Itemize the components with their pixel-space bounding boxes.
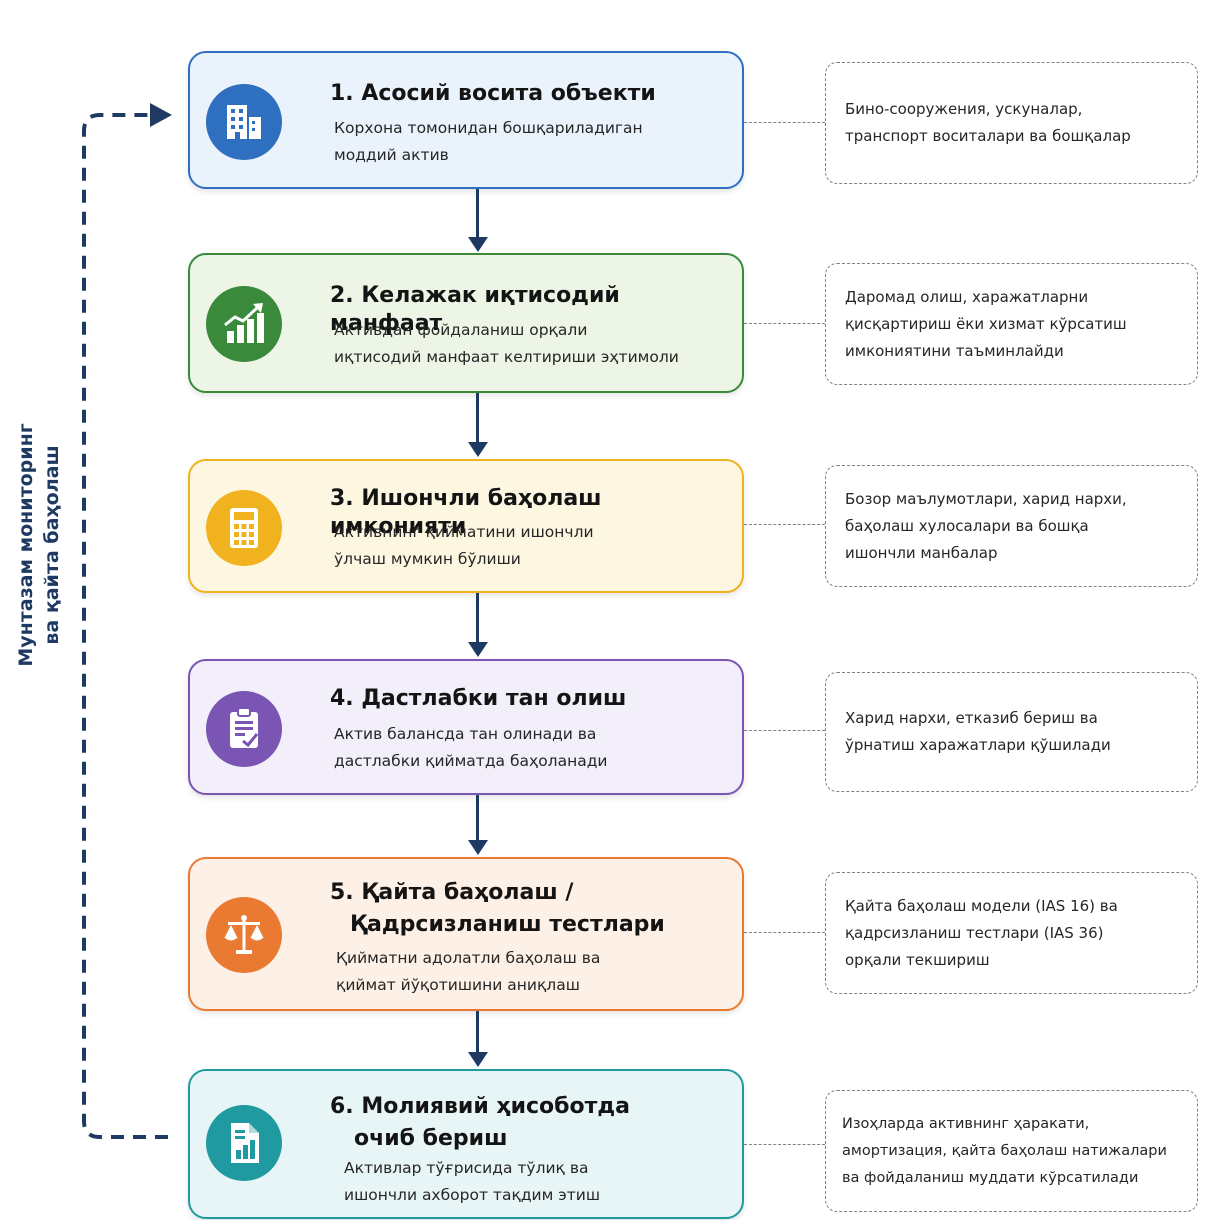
step-6-title-line: 6. Молиявий ҳисоботда [330,1094,630,1119]
step-6-note: Изоҳларда активнинг ҳаракати, амортизация… [825,1090,1198,1212]
note-line: орқали текшириш [845,950,990,969]
note-line: ва фойдаланиш муддати кўрсатилади [842,1169,1139,1186]
note-connector [744,323,825,324]
step-5-title-line: 5. Қайта баҳолаш / [330,880,574,905]
note-line: қадрсизланиш тестлари (IAS 36) [845,923,1104,942]
side-label-line2: ва қайта баҳолаш [41,445,63,645]
step-5-title: 5. Қайта баҳолаш / Қадрсизланиш тестлари [330,879,728,939]
step-4-desc: Актив балансда тан олинади ва дастлабки … [334,721,728,775]
step-5-note: Қайта баҳолаш модели (IAS 16) ва қадрсизл… [825,872,1198,994]
note-line: ўрнатиш харажатлари қўшилади [845,736,1111,754]
step-1-desc: Корхона томонидан бошқариладиган моддий … [334,115,728,169]
building-icon [206,84,282,160]
growth-chart-icon [206,286,282,362]
note-connector [744,122,825,123]
note-line: ишончли манбалар [845,543,998,562]
note-connector [744,524,825,525]
step-3-title: 3. Ишончли баҳолаш имконияти [330,486,602,539]
step-4-desc-line: Актив балансда тан олинади ва [334,725,597,743]
step-5-desc: Қийматни адолатли баҳолаш ва қиймат йўқо… [336,945,728,999]
note-connector [744,730,825,731]
feedback-loop-arrow [82,103,172,1139]
step-1-title: 1. Асосий восита объекти [330,81,656,106]
step-3-desc-line: ўлчаш мумкин бўлиши [334,550,521,568]
note-line: транспорт воситалари ва бошқалар [845,127,1131,145]
step-6-title-line: очиб бериш [354,1126,508,1151]
step-2-desc-line: иқтисодий манфаат келтириши эҳтимоли [334,348,679,366]
step-6-box: 6. Молиявий ҳисоботда очиб бериш Активла… [188,1069,744,1219]
note-line: Бозор маълумотлари, харид нархи, [845,489,1127,508]
calculator-icon [206,490,282,566]
step-4-desc-line: дастлабки қийматда баҳоланади [334,752,608,770]
flow-arrow-down-icon [468,593,488,657]
scales-icon [206,897,282,973]
note-line: имкониятини таъминлайди [845,341,1064,360]
step-3-box: 3. Ишончли баҳолаш имконияти Активнинг қ… [188,459,744,593]
step-3-desc-line: Активнинг қийматини ишончли [334,523,594,541]
loop-arrowhead-icon [150,103,172,127]
note-line: қисқартириш ёки хизмат кўрсатиш [845,314,1127,333]
step-2-note: Даромад олиш, харажатларни қисқартириш ёк… [825,263,1198,385]
step-5-title-line: Қадрсизланиш тестлари [350,912,665,937]
step-1-box: 1. Асосий восита объекти Корхона томонид… [188,51,744,189]
step-2-title: 2. Келажак иқтисодий манфаат [330,283,620,336]
side-label: Мунтазам мониторинг ва қайта баҳолаш [13,335,83,755]
note-line: Харид нархи, етказиб бериш ва [845,709,1098,727]
step-6-desc: Активлар тўғрисида тўлиқ ва ишончли ахбо… [344,1155,728,1209]
step-2-desc-line: Активдан фойдаланиш орқали [334,321,588,339]
step-6-title: 6. Молиявий ҳисоботда очиб бериш [330,1093,728,1153]
step-4-box: 4. Дастлабки тан олиш Актив балансда тан… [188,659,744,795]
step-4-note: Харид нархи, етказиб бериш ва ўрнатиш хар… [825,672,1198,792]
flow-arrow-down-icon [468,1011,488,1067]
note-line: баҳолаш хулосалари ва бошқа [845,516,1089,535]
flow-arrow-down-icon [468,795,488,855]
step-4-title: 4. Дастлабки тан олиш [330,686,627,711]
step-5-box: 5. Қайта баҳолаш / Қадрсизланиш тестлари… [188,857,744,1011]
step-3-note: Бозор маълумотлари, харид нархи, баҳолаш … [825,465,1198,587]
note-connector [744,1144,825,1145]
note-line: Бино-сооружения, ускуналар, [845,100,1083,118]
step-1-desc-line: Корхона томонидан бошқариладиган [334,119,643,137]
step-1-desc-line: моддий актив [334,146,449,164]
step-2-desc: Активдан фойдаланиш орқали иқтисодий ман… [334,317,728,371]
step-5-desc-line: Қийматни адолатли баҳолаш ва [336,949,601,967]
report-document-icon [206,1105,282,1181]
note-connector [744,932,825,933]
step-5-desc-line: қиймат йўқотишини аниқлаш [336,976,580,994]
clipboard-check-icon [206,691,282,767]
step-1-note: Бино-сооружения, ускуналар, транспорт вос… [825,62,1198,184]
flow-arrow-down-icon [468,393,488,457]
note-line: Даромад олиш, харажатларни [845,287,1089,306]
note-line: амортизация, қайта баҳолаш натижалари [842,1142,1167,1159]
side-label-line1: Мунтазам мониторинг [15,423,37,667]
note-line: Изоҳларда активнинг ҳаракати, [842,1115,1090,1132]
step-3-desc: Активнинг қийматини ишончли ўлчаш мумкин… [334,519,728,573]
step-2-box: 2. Келажак иқтисодий манфаат Активдан фо… [188,253,744,393]
step-6-desc-line: Активлар тўғрисида тўлиқ ва [344,1159,589,1177]
step-6-desc-line: ишончли ахборот тақдим этиш [344,1186,601,1204]
flow-arrow-down-icon [468,189,488,252]
note-line: Қайта баҳолаш модели (IAS 16) ва [845,896,1118,915]
